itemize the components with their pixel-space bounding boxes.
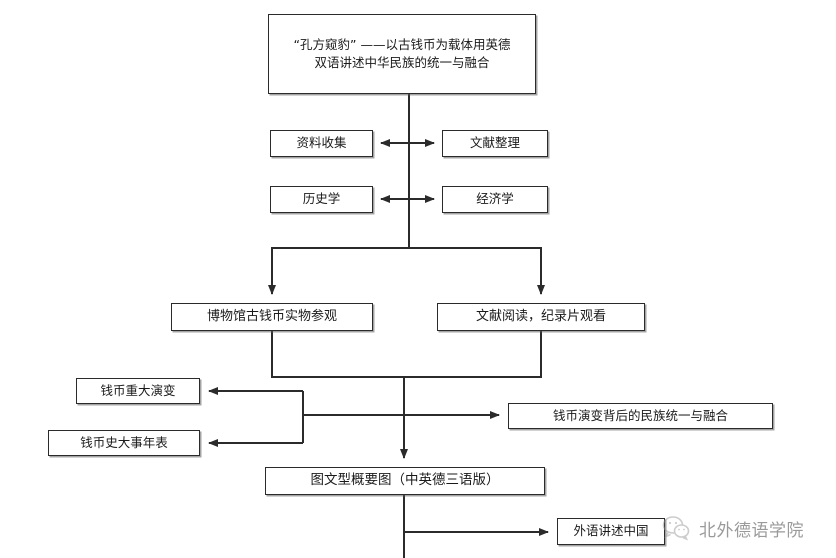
node-label: 钱币史大事年表 [80,434,168,450]
node-label: 文献整理 [469,135,520,151]
edge-to-museum [268,247,409,295]
edge-merge-activities [271,331,542,378]
node-project-title: “孔方窥豹” ——以古钱币为载体用英德 双语讲述中华民族的统一与融合 [268,14,536,94]
node-data-collection: 资料收集 [270,130,373,157]
node-label: 经济学 [476,191,514,207]
node-label: 资料收集 [296,135,347,151]
node-label: 博物馆古钱币实物参观 [206,308,337,324]
node-trilingual-summary: 图文型概要图（中英德三语版） [265,467,545,495]
node-label: 外语讲述中国 [573,523,649,539]
node-history-discipline: 历史学 [270,186,373,213]
node-national-unity: 钱币演变背后的民族统一与融合 [508,403,773,429]
node-label: 钱币演变背后的民族统一与融合 [552,407,728,423]
node-economics-discipline: 经济学 [442,186,548,213]
node-reading-documentary: 文献阅读，纪录片观看 [437,303,645,331]
edge-to-reading [409,247,545,295]
node-label: 文献阅读，纪录片观看 [475,308,606,324]
node-label: “孔方窥豹” ——以古钱币为载体用英德 双语讲述中华民族的统一与融合 [293,36,511,70]
node-museum-visit: 博物馆古钱币实物参观 [171,303,373,331]
node-label: 图文型概要图（中英德三语版） [310,472,500,489]
node-label: 钱币重大演变 [100,382,176,398]
node-label: 历史学 [302,191,341,207]
node-coin-history-timeline: 钱币史大事年表 [48,430,200,456]
node-foreign-language-china: 外语讲述中国 [557,518,665,545]
node-coin-evolution: 钱币重大演变 [76,378,200,404]
node-literature-organizing: 文献整理 [442,130,548,157]
